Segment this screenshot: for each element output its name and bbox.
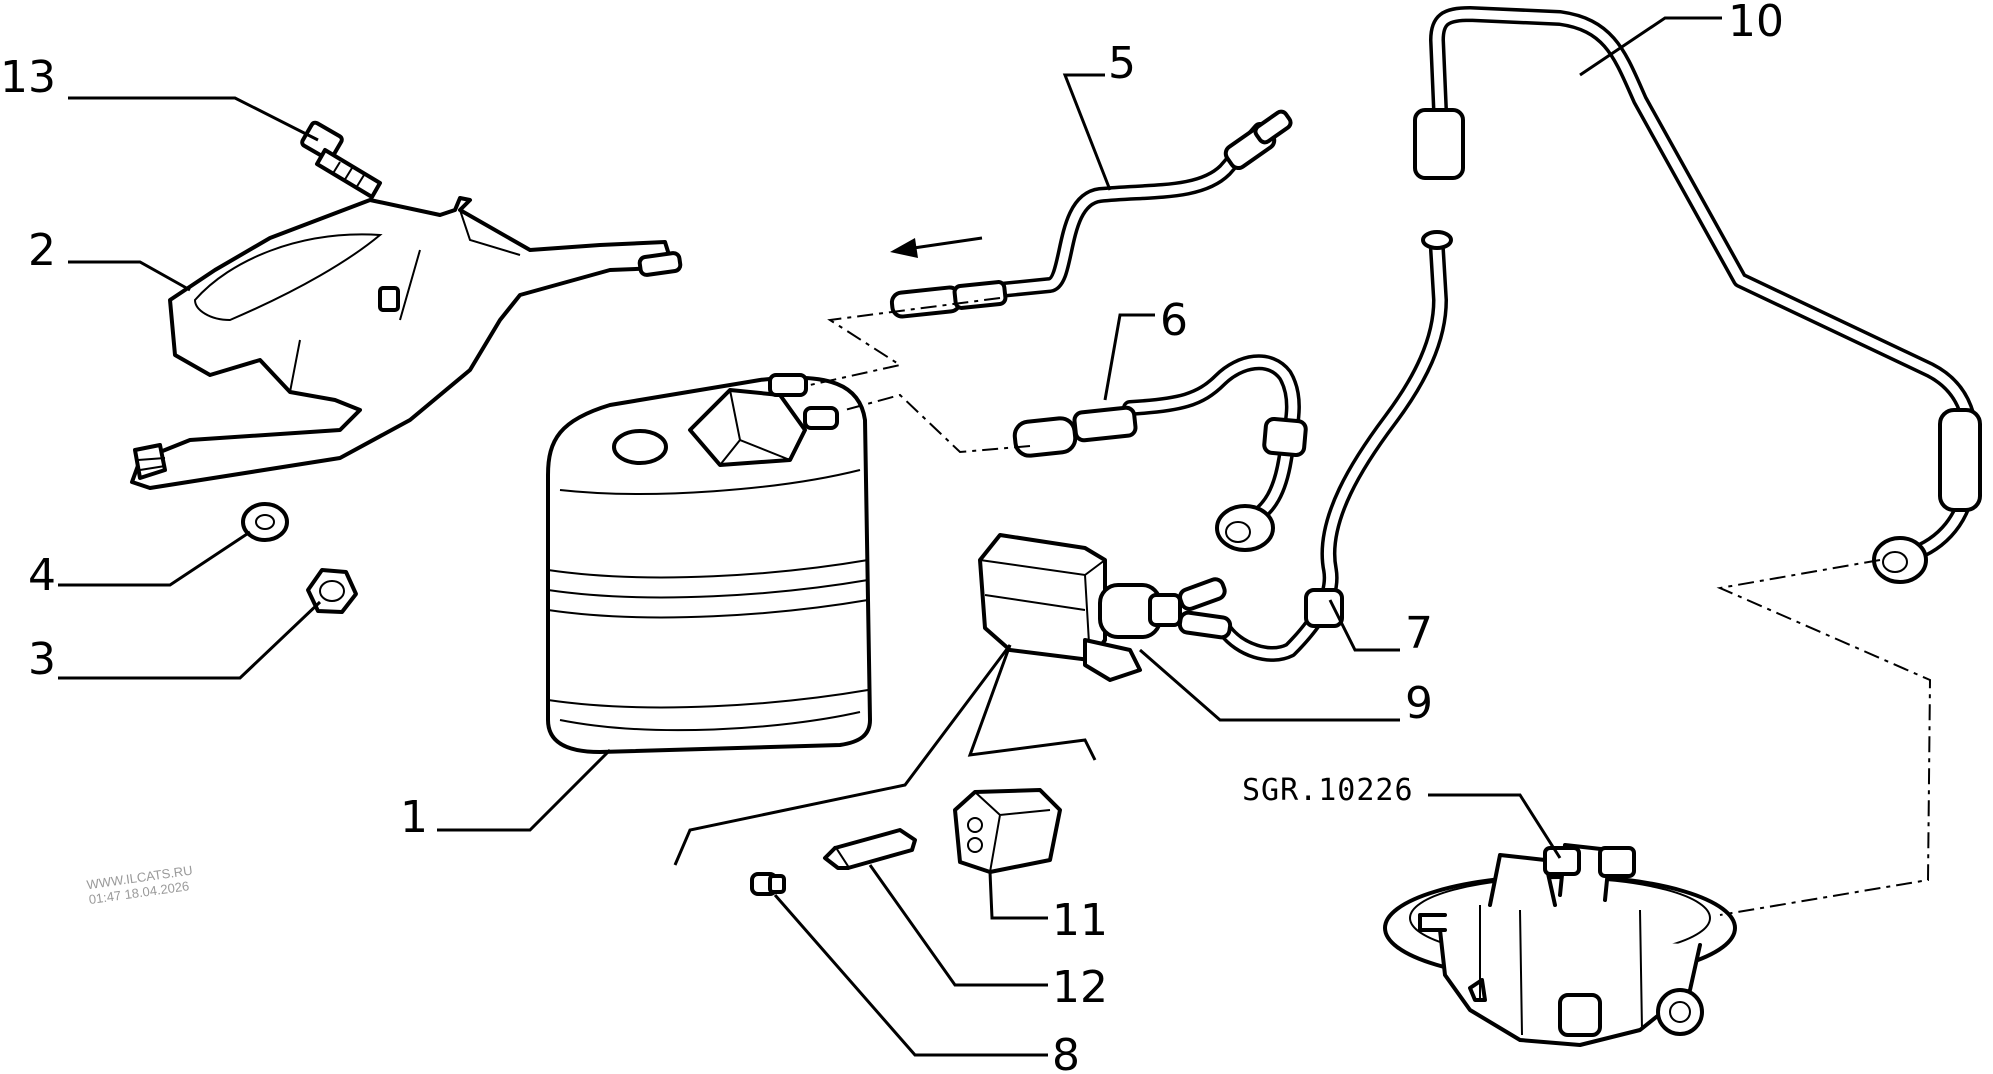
- plug-part-8: [750, 872, 786, 896]
- callout-5: 5: [1108, 38, 1136, 89]
- reference-code: SGR.10226: [1242, 773, 1414, 808]
- bracket-part-2: [130, 196, 683, 490]
- watermark: WWW.ILCATS.RU 01:47 18.04.2026: [86, 863, 194, 908]
- pipe-part-10: [1413, 6, 1982, 584]
- hose-part-6: [1012, 354, 1308, 552]
- terminal-part-12: [823, 828, 917, 870]
- hose-part-7: [1217, 230, 1453, 662]
- callout-labels: 13 2 4 3 1 5 6 10 7 9 11 12 8: [0, 0, 1784, 1074]
- bolt-part-13: [300, 120, 382, 199]
- connector-part-11: [953, 788, 1062, 874]
- callout-1: 1: [400, 792, 428, 843]
- callout-12: 12: [1052, 962, 1108, 1013]
- callout-2: 2: [28, 225, 56, 276]
- valve-part-9: [978, 533, 1233, 682]
- callout-10: 10: [1728, 0, 1784, 47]
- leader-lines: [58, 16, 1722, 1057]
- throttle-body: [1383, 843, 1737, 1047]
- connection-lines: [809, 297, 1932, 916]
- callout-8: 8: [1052, 1030, 1080, 1074]
- callout-4: 4: [28, 550, 56, 601]
- flow-arrow: [890, 236, 983, 258]
- washer-part-4: [241, 502, 289, 542]
- nut-part-3: [306, 568, 358, 614]
- callout-13: 13: [0, 52, 56, 103]
- callout-7: 7: [1405, 608, 1433, 659]
- callout-6: 6: [1160, 295, 1188, 346]
- canister-part-1: [546, 373, 872, 754]
- callout-11: 11: [1052, 895, 1108, 946]
- callout-3: 3: [28, 634, 56, 685]
- hose-part-5: [889, 109, 1293, 319]
- callout-9: 9: [1405, 678, 1433, 729]
